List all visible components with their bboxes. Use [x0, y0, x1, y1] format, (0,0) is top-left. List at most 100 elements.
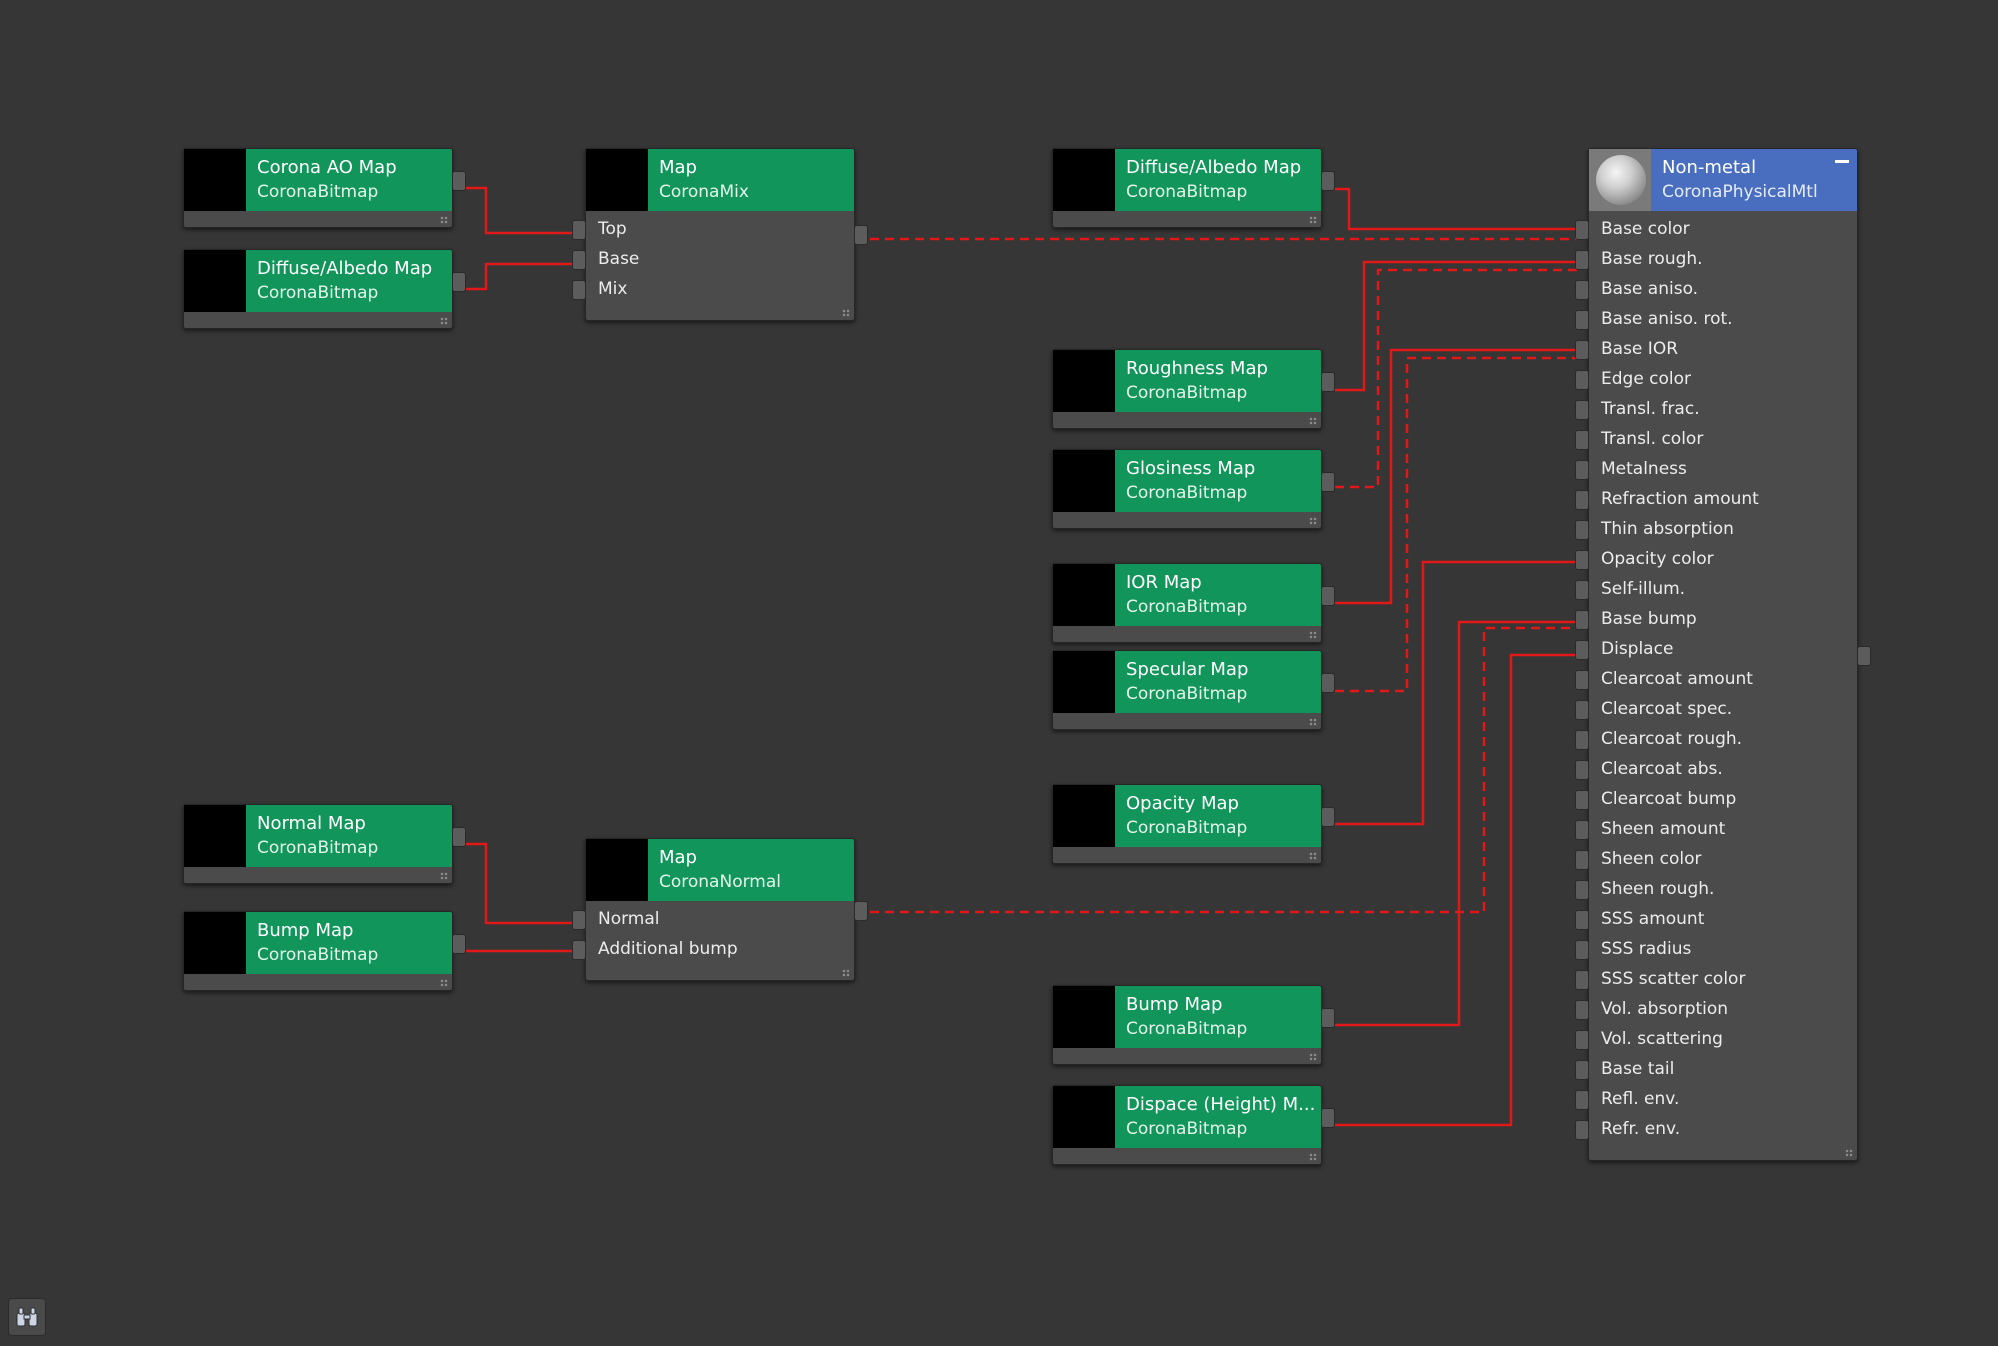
input-port[interactable] [1575, 730, 1589, 750]
output-port[interactable] [854, 901, 868, 921]
input-port[interactable] [1575, 580, 1589, 600]
resize-grip-icon[interactable] [1845, 1149, 1853, 1157]
node-header[interactable]: Map CoronaMix [586, 149, 854, 211]
input-port[interactable] [1575, 610, 1589, 630]
resize-grip-icon[interactable] [440, 216, 448, 224]
output-port[interactable] [452, 827, 466, 847]
node-header[interactable]: Diffuse/Albedo Map CoronaBitmap [1053, 149, 1335, 211]
node-header[interactable]: Diffuse/Albedo Map CoronaBitmap [184, 250, 466, 312]
collapse-icon[interactable] [1835, 160, 1849, 163]
node-bump-map-right[interactable]: Bump Map CoronaBitmap [1052, 985, 1335, 1065]
node-header[interactable]: IOR Map CoronaBitmap [1053, 564, 1335, 626]
node-header[interactable]: Specular Map CoronaBitmap [1053, 651, 1335, 713]
output-port[interactable] [452, 272, 466, 292]
node-header[interactable]: Glosiness Map CoronaBitmap [1053, 450, 1335, 512]
resize-grip-icon[interactable] [1309, 718, 1317, 726]
output-port[interactable] [1321, 472, 1335, 492]
output-port[interactable] [1857, 646, 1871, 666]
input-port[interactable] [1575, 760, 1589, 780]
node-corona-mix[interactable]: Map CoronaMix Top Base Mix [572, 148, 868, 321]
resize-grip-icon[interactable] [440, 979, 448, 987]
input-port[interactable] [572, 910, 586, 930]
node-normal-map[interactable]: Normal Map CoronaBitmap [183, 804, 466, 884]
node-header[interactable]: Roughness Map CoronaBitmap [1053, 350, 1335, 412]
node-diffuse-albedo-map-right[interactable]: Diffuse/Albedo Map CoronaBitmap [1052, 148, 1335, 228]
resize-grip-icon[interactable] [1309, 631, 1317, 639]
output-port[interactable] [1321, 1108, 1335, 1128]
node-header[interactable]: Bump Map CoronaBitmap [1053, 986, 1335, 1048]
material-sphere-icon [1596, 155, 1646, 205]
output-port[interactable] [452, 171, 466, 191]
node-opacity-map[interactable]: Opacity Map CoronaBitmap [1052, 784, 1335, 864]
input-port[interactable] [1575, 250, 1589, 270]
resize-grip-icon[interactable] [1309, 1053, 1317, 1061]
output-port[interactable] [854, 225, 868, 245]
node-header[interactable]: Non-metal CoronaPhysicalMtl [1589, 149, 1857, 211]
input-port[interactable] [1575, 550, 1589, 570]
node-ior-map[interactable]: IOR Map CoronaBitmap [1052, 563, 1335, 643]
resize-grip-icon[interactable] [1309, 517, 1317, 525]
input-port[interactable] [572, 940, 586, 960]
node-header[interactable]: Bump Map CoronaBitmap [184, 912, 466, 974]
input-port[interactable] [1575, 790, 1589, 810]
resize-grip-icon[interactable] [440, 872, 448, 880]
output-port[interactable] [1321, 372, 1335, 392]
node-diffuse-albedo-map-left[interactable]: Diffuse/Albedo Map CoronaBitmap [183, 249, 466, 329]
resize-grip-icon[interactable] [842, 309, 850, 317]
input-port[interactable] [1575, 310, 1589, 330]
input-port[interactable] [1575, 880, 1589, 900]
resize-grip-icon[interactable] [440, 317, 448, 325]
input-port[interactable] [1575, 460, 1589, 480]
input-port[interactable] [1575, 370, 1589, 390]
node-header[interactable]: Corona AO Map CoronaBitmap [184, 149, 466, 211]
output-port[interactable] [1321, 673, 1335, 693]
resize-grip-icon[interactable] [842, 969, 850, 977]
input-port[interactable] [1575, 340, 1589, 360]
input-port[interactable] [1575, 970, 1589, 990]
input-port[interactable] [1575, 1060, 1589, 1080]
node-header[interactable]: Opacity Map CoronaBitmap [1053, 785, 1335, 847]
node-specular-map[interactable]: Specular Map CoronaBitmap [1052, 650, 1335, 730]
input-port[interactable] [1575, 280, 1589, 300]
find-tool-button[interactable] [8, 1298, 46, 1336]
node-roughness-map[interactable]: Roughness Map CoronaBitmap [1052, 349, 1335, 429]
input-port[interactable] [1575, 670, 1589, 690]
input-port[interactable] [1575, 400, 1589, 420]
node-header[interactable]: Normal Map CoronaBitmap [184, 805, 466, 867]
input-port[interactable] [1575, 1030, 1589, 1050]
input-port[interactable] [1575, 1120, 1589, 1140]
node-corona-normal[interactable]: Map CoronaNormal Normal Additional bump [572, 838, 868, 981]
input-port[interactable] [1575, 490, 1589, 510]
input-port[interactable] [1575, 1000, 1589, 1020]
node-bump-map-left[interactable]: Bump Map CoronaBitmap [183, 911, 466, 991]
output-port[interactable] [1321, 586, 1335, 606]
node-glosiness-map[interactable]: Glosiness Map CoronaBitmap [1052, 449, 1335, 529]
input-port[interactable] [1575, 940, 1589, 960]
input-port[interactable] [1575, 220, 1589, 240]
input-port[interactable] [1575, 820, 1589, 840]
output-port[interactable] [1321, 171, 1335, 191]
input-port[interactable] [1575, 640, 1589, 660]
input-port[interactable] [1575, 910, 1589, 930]
node-header[interactable]: Dispace (Height) M... CoronaBitmap [1053, 1086, 1335, 1148]
input-port[interactable] [1575, 850, 1589, 870]
output-port[interactable] [452, 934, 466, 954]
node-header[interactable]: Map CoronaNormal [586, 839, 854, 901]
output-port[interactable] [1321, 807, 1335, 827]
input-port[interactable] [572, 220, 586, 240]
input-port[interactable] [1575, 430, 1589, 450]
input-port[interactable] [1575, 700, 1589, 720]
resize-grip-icon[interactable] [1309, 417, 1317, 425]
output-port[interactable] [1321, 1008, 1335, 1028]
input-port[interactable] [1575, 520, 1589, 540]
input-port[interactable] [572, 250, 586, 270]
node-corona-ao-map[interactable]: Corona AO Map CoronaBitmap [183, 148, 466, 228]
input-port[interactable] [572, 280, 586, 300]
resize-grip-icon[interactable] [1309, 216, 1317, 224]
node-displace-height-map[interactable]: Dispace (Height) M... CoronaBitmap [1052, 1085, 1335, 1165]
resize-grip-icon[interactable] [1309, 1153, 1317, 1161]
input-port[interactable] [1575, 1090, 1589, 1110]
resize-grip-icon[interactable] [1309, 852, 1317, 860]
